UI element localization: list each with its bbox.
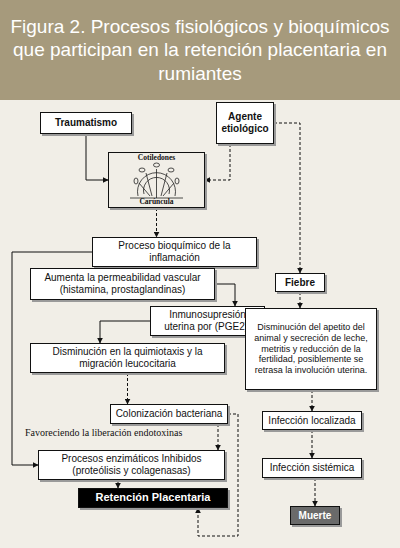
node-text: Retención Placentaria: [96, 491, 211, 504]
node-text: Proceso bioquímico de la inflamación: [97, 240, 252, 264]
node-text: Infección localizada: [268, 415, 355, 427]
flow-arrow: [205, 144, 230, 180]
node-text: Aumenta la permeabilidad vascular (hista…: [35, 272, 210, 296]
node-text: Carúncula: [139, 198, 173, 206]
process-box: Infección localizada: [262, 411, 362, 430]
node-text: Disminución del apetito del animal y sec…: [250, 322, 372, 376]
node-text: Procesos enzimáticos Inhibidos (proteóli…: [43, 453, 220, 477]
flow-arrow: [215, 284, 235, 306]
outcome-box: Retención Placentaria: [78, 488, 228, 508]
process-box: Procesos enzimáticos Inhibidos (proteóli…: [38, 450, 225, 480]
flow-arrow: [312, 390, 313, 411]
flow-arrow: [300, 292, 301, 308]
cause-box: Traumatismo: [40, 112, 132, 134]
process-box: Disminución en la quimiotaxis y la migra…: [30, 343, 225, 373]
node-text: Colonización bacteriana: [116, 408, 223, 420]
flow-arrow: [312, 430, 313, 458]
node-text: Traumatismo: [55, 117, 117, 129]
process-box: Disminución del apetito del animal y sec…: [245, 308, 377, 390]
flow-arrow: [156, 208, 157, 237]
flow-arrow: [218, 424, 219, 450]
node-text: Disminución en la quimiotaxis y la migra…: [35, 346, 220, 370]
node-text: Muerte: [299, 510, 332, 522]
process-box: Infección sistémica: [262, 458, 362, 478]
flow-arrow: [127, 373, 128, 404]
flow-arrow: [100, 321, 150, 343]
flow-arrow: [118, 480, 119, 488]
node-text: Cotiledones: [138, 154, 176, 162]
flow-arrow: [86, 134, 108, 180]
note-label: Favoreciendo la liberación endotoxinas: [24, 427, 183, 438]
node-text: Infección sistémica: [270, 462, 354, 474]
figure-title: Figura 2. Procesos fisiológicos y bioquí…: [8, 0, 392, 100]
flow-arrow: [274, 123, 300, 273]
process-box: Aumenta la permeabilidad vascular (hista…: [30, 268, 215, 300]
process-box: Fiebre: [275, 273, 325, 292]
node-text: Fiebre: [285, 277, 315, 289]
process-box: Proceso bioquímico de la inflamación: [92, 237, 257, 267]
outcome-box: Muerte: [290, 506, 340, 525]
cause-box: Agente etiológico: [216, 102, 274, 144]
process-box: Colonización bacteriana: [110, 404, 228, 424]
flow-arrow: [315, 478, 316, 506]
placenta-box: CotiledonesCarúncula: [108, 152, 205, 208]
node-text: Agente etiológico: [221, 111, 269, 135]
